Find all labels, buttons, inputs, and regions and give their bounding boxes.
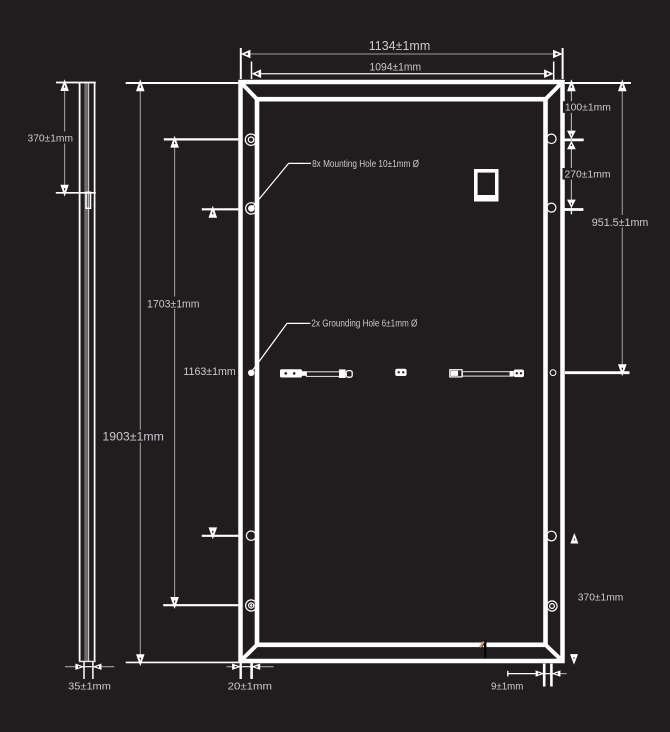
svg-text:1094±1mm: 1094±1mm <box>370 62 422 74</box>
svg-text:9±1mm: 9±1mm <box>491 681 523 692</box>
svg-text:20±1mm: 20±1mm <box>228 682 272 693</box>
svg-text:100±1mm: 100±1mm <box>565 103 611 114</box>
svg-text:2x Grounding Hole 6±1mm Ø: 2x Grounding Hole 6±1mm Ø <box>311 319 417 330</box>
svg-text:370±1mm: 370±1mm <box>28 133 74 144</box>
svg-text:270±1mm: 270±1mm <box>565 169 611 180</box>
svg-text:370±1mm: 370±1mm <box>578 592 624 603</box>
svg-text:1134±1mm: 1134±1mm <box>369 38 431 53</box>
svg-text:1703±1mm: 1703±1mm <box>147 299 200 311</box>
svg-text:8x Mounting Hole 10±1mm Ø: 8x Mounting Hole 10±1mm Ø <box>312 159 419 170</box>
svg-text:1903±1mm: 1903±1mm <box>102 429 164 443</box>
svg-text:1163±1mm: 1163±1mm <box>183 366 235 378</box>
svg-text:35±1mm: 35±1mm <box>68 682 111 693</box>
svg-text:951.5±1mm: 951.5±1mm <box>592 217 649 229</box>
